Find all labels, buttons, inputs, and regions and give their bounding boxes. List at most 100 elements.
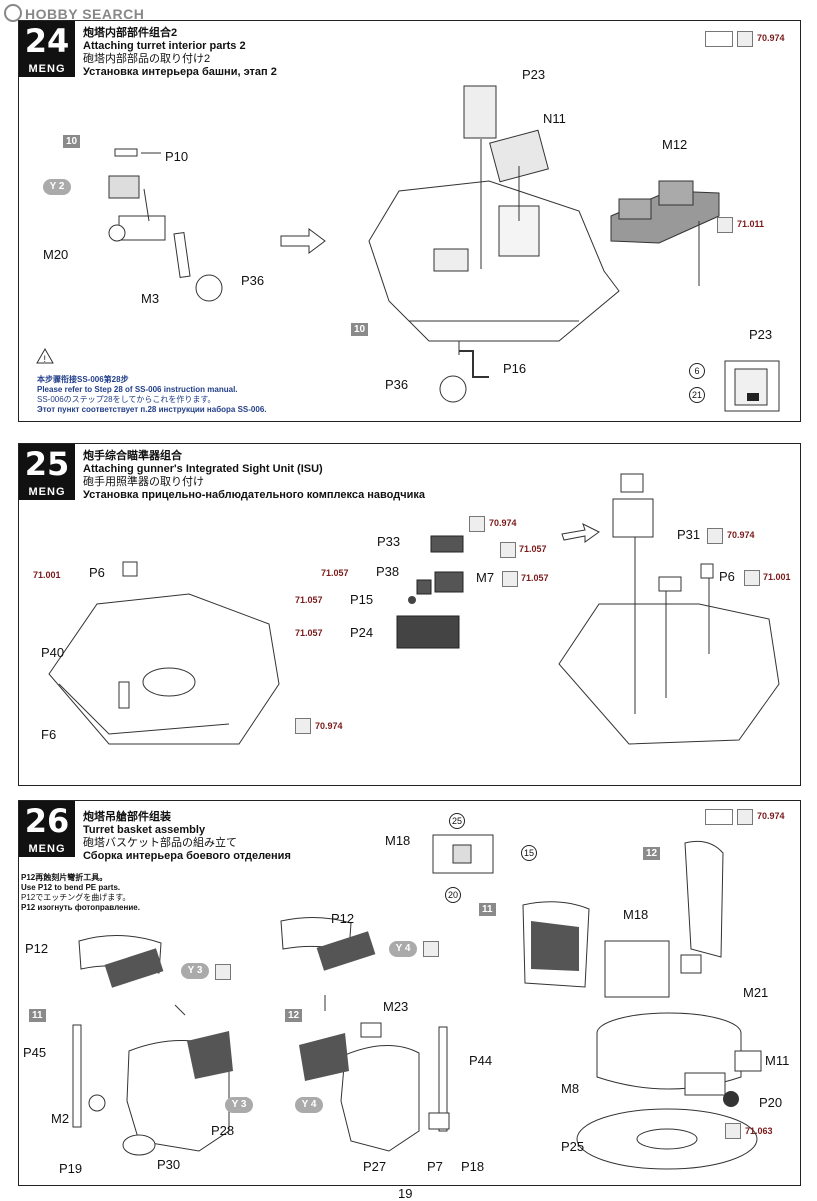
part-label: P36 [385, 377, 409, 392]
paint-swatch-box [705, 809, 733, 825]
bend-cn: P12再蝕刻片彎折工具。 [21, 873, 108, 882]
y-marker-icon: Y 3 [225, 1097, 253, 1113]
brush-icon [295, 718, 311, 734]
part-label: M11 [765, 1053, 790, 1068]
part-label: M18 [623, 907, 649, 922]
reference-note: 本步骤衔接SS-006第28步 Please refer to Step 28 … [37, 375, 267, 415]
part-label: P6 [719, 569, 735, 584]
step-24-panel: 24 MENG 炮塔内部部件组合2 Attaching turret inter… [18, 20, 801, 422]
step-24-drawing: ! [36, 85, 780, 412]
brush-icon [717, 217, 733, 233]
paint-code: 70.974 [489, 518, 517, 528]
callout-circle: 25 [449, 813, 465, 829]
step-number: 26 [24, 802, 70, 840]
title-cn: 炮塔吊艙部件组装 [83, 811, 171, 823]
part-label: P6 [89, 565, 105, 580]
part-tag: 10 [351, 323, 369, 336]
title-ru: Установка интерьера башни, этап 2 [83, 66, 277, 78]
y-marker-icon: Y 4 [389, 941, 417, 957]
part-label: M18 [385, 833, 411, 848]
brush-icon [744, 570, 760, 586]
part-label: P40 [41, 645, 65, 660]
part-label: P30 [157, 1157, 181, 1172]
meng-logo: MENG [28, 63, 66, 75]
part-tag: 10 [63, 135, 81, 148]
part-label: P36 [241, 273, 265, 288]
callout-circle: 15 [521, 845, 537, 861]
step-number: 24 [24, 22, 70, 60]
part-label: F6 [41, 727, 57, 742]
meng-logo: MENG [28, 486, 66, 498]
title-en: Turret basket assembly [83, 824, 206, 836]
step-26-badge: 26 MENG [19, 801, 75, 857]
step-25-badge: 25 MENG [19, 444, 75, 500]
header-paint-code: 70.974 [757, 33, 785, 43]
title-en: Attaching gunner's Integrated Sight Unit… [83, 463, 323, 475]
part-label: P18 [461, 1159, 485, 1174]
step-25-titles: 炮手综合瞄準器组合 Attaching gunner's Integrated … [83, 450, 425, 502]
note-jp: SS-006のステップ28をしてからこれを作ります。 [37, 395, 216, 404]
bend-note: P12再蝕刻片彎折工具。 Use P12 to bend PE parts. P… [21, 873, 140, 913]
part-label: P23 [522, 67, 546, 82]
step-number: 25 [24, 445, 70, 483]
part-label: M21 [743, 985, 769, 1000]
brush-icon [737, 31, 753, 47]
paint-code: 71.001 [33, 570, 61, 580]
svg-text:!: ! [44, 354, 47, 364]
step-24-titles: 炮塔内部部件组合2 Attaching turret interior part… [83, 27, 277, 79]
title-en: Attaching turret interior parts 2 [83, 40, 246, 52]
note-cn: 本步骤衔接SS-006第28步 [37, 375, 129, 384]
part-label: P38 [376, 564, 400, 579]
paint-code: 71.063 [745, 1126, 773, 1136]
callout-circle: 6 [689, 363, 705, 379]
part-label: P7 [427, 1159, 443, 1174]
part-label: P33 [377, 534, 401, 549]
part-label: P12 [331, 911, 355, 926]
part-label: P23 [749, 327, 773, 342]
part-tag: 11 [29, 1009, 46, 1022]
title-ru: Сборка интерьера боевого отделения [83, 850, 291, 862]
brush-icon [737, 809, 753, 825]
part-label: P45 [23, 1045, 47, 1060]
watermark: HOBBY SEARCH [4, 4, 144, 22]
title-ru: Установка прицельно-наблюдательного комп… [83, 489, 425, 501]
part-label: M2 [51, 1111, 70, 1126]
part-label: M23 [383, 999, 409, 1014]
page-number: 19 [398, 1186, 413, 1201]
step-25-drawing [48, 473, 780, 745]
y-marker-icon: Y 4 [295, 1097, 323, 1113]
brush-icon [502, 571, 518, 587]
paint-code: 70.974 [727, 530, 755, 540]
hobby-search-logo-icon [4, 4, 22, 22]
y-marker-icon: Y 2 [43, 179, 71, 195]
part-label: P28 [211, 1123, 235, 1138]
bend-ru: P12 изогнуть фотоправление. [21, 903, 140, 912]
part-tag: 11 [479, 903, 496, 916]
paint-swatch-box [705, 31, 733, 47]
note-ru: Этот пункт соответствует п.28 инструкции… [37, 405, 267, 414]
brush-icon [469, 516, 485, 532]
bend-jp: P12でエッチングを曲げます。 [21, 893, 131, 902]
meng-logo: MENG [28, 843, 66, 855]
part-label: P15 [350, 592, 374, 607]
callout-circle: 21 [689, 387, 705, 403]
title-jp: 砲塔バスケット部品の組み立て [83, 837, 237, 849]
part-label: P25 [561, 1139, 585, 1154]
part-label: P20 [759, 1095, 783, 1110]
no-glue-icon [423, 941, 439, 957]
brush-icon [707, 528, 723, 544]
bend-en: Use P12 to bend PE parts. [21, 883, 121, 892]
part-label: M7 [476, 570, 495, 585]
brush-icon [725, 1123, 741, 1139]
no-glue-icon [215, 964, 231, 980]
step-24-badge: 24 MENG [19, 21, 75, 77]
title-jp: 砲塔内部部品の取り付け2 [83, 53, 211, 65]
step-26-titles: 炮塔吊艙部件组装 Turret basket assembly 砲塔バスケット部… [83, 811, 291, 863]
paint-code: 71.057 [295, 628, 323, 638]
paint-code: 71.057 [521, 573, 549, 583]
title-jp: 砲手用照準器の取り付け [83, 476, 204, 488]
part-label: P19 [59, 1161, 83, 1176]
paint-code: 71.057 [321, 568, 349, 578]
title-cn: 炮塔内部部件组合2 [83, 27, 178, 39]
part-label: N11 [543, 111, 566, 126]
